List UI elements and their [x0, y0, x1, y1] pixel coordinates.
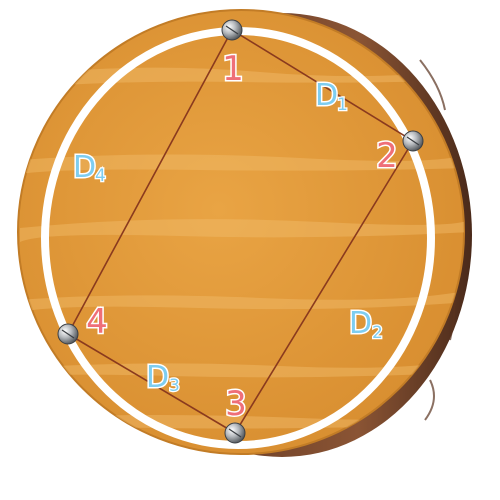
pin-4	[57, 323, 79, 345]
string-1-2	[231, 29, 414, 142]
region-d1-label: D 1	[314, 77, 350, 117]
region-d2-label: D 2	[348, 305, 385, 345]
region-d4-sub: 4	[95, 166, 106, 186]
pin-2	[402, 130, 424, 152]
region-d4-label: D 4	[72, 149, 108, 188]
string-3-4	[67, 333, 236, 434]
region-d3-label: D 3	[145, 359, 182, 398]
string-4-1	[67, 29, 233, 335]
string-2-3	[234, 140, 414, 434]
region-d3-sub: 3	[169, 376, 180, 396]
pin-1	[221, 19, 243, 41]
region-d1-letter: D	[315, 78, 338, 113]
pin-1-label: 1	[222, 49, 244, 89]
strings	[67, 29, 414, 434]
pin-2-label: 2	[376, 136, 398, 176]
pin-3	[224, 422, 246, 444]
region-d4-letter: D	[73, 150, 96, 185]
board-face	[17, 9, 465, 455]
region-d3-letter: D	[146, 360, 169, 395]
pin-4-label: 4	[86, 302, 108, 342]
pin-3-label: 3	[225, 384, 247, 424]
region-d2-letter: D	[349, 306, 372, 341]
region-d2-sub: 2	[372, 323, 383, 343]
region-d1-sub: 1	[337, 95, 348, 115]
